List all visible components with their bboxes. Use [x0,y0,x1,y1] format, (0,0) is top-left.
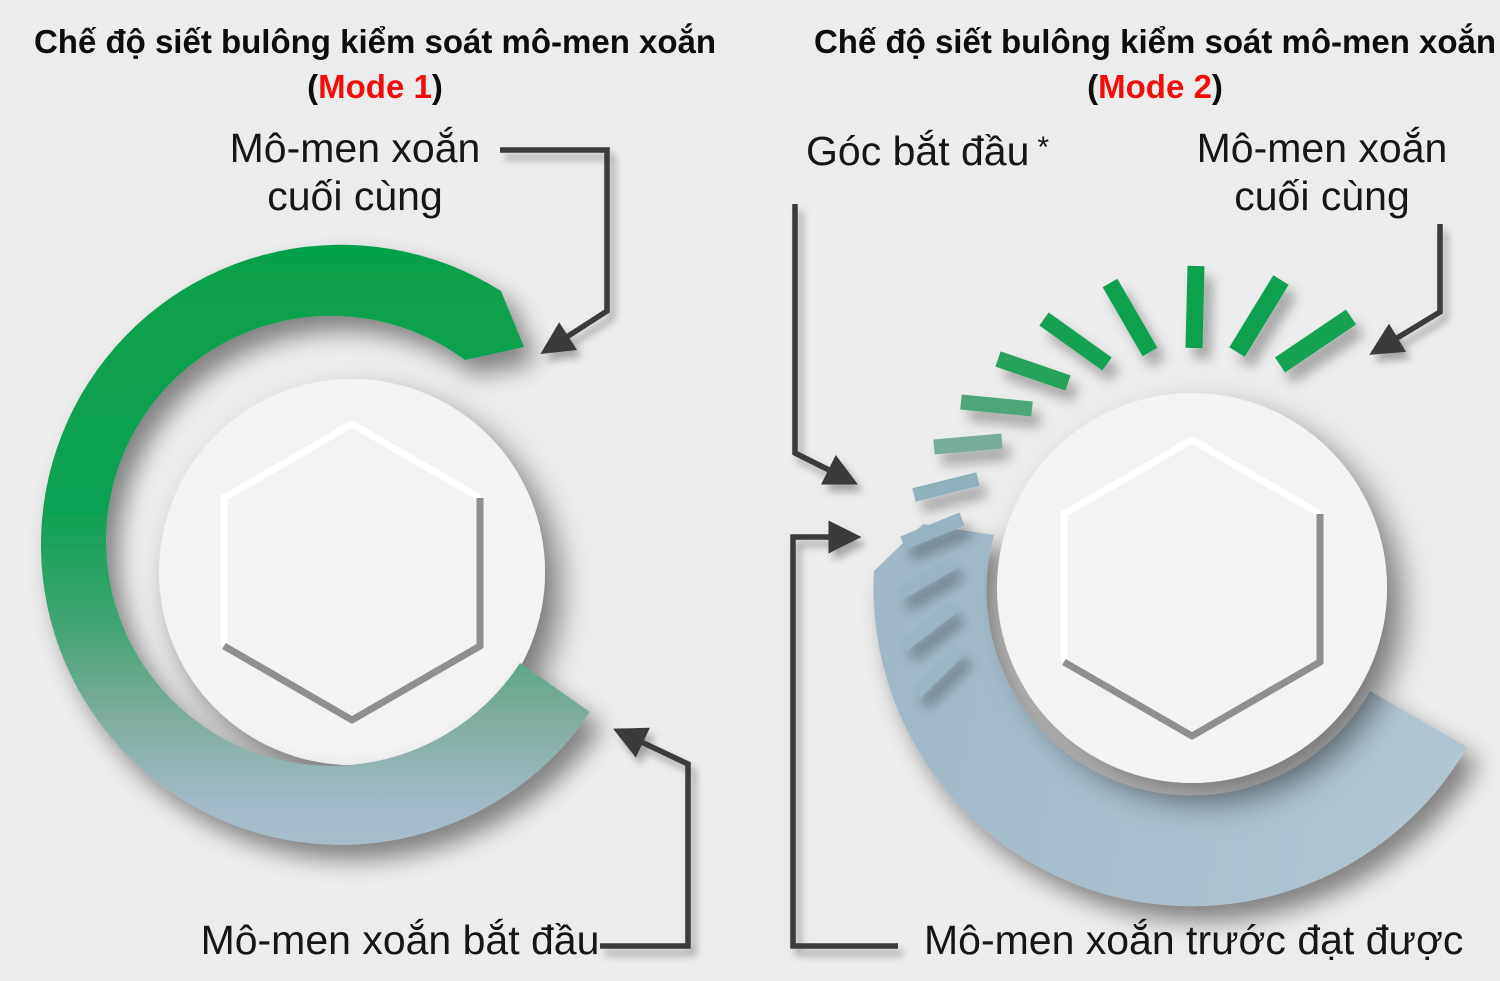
left-hex-socket-highlight-edges [220,419,482,646]
left-final-torque-leader-arrow [500,147,610,354]
torque-tick [911,645,965,698]
left-start-torque-leader-arrow [600,727,691,949]
torque-tick [895,557,957,600]
right-mode-paren-close: ) [1211,68,1223,105]
right-start-angle-leader-arrow [792,204,858,485]
torque-tick [912,472,980,502]
right-final-torque-label-line1: Mô-men xoắn [1196,125,1448,171]
left-final-torque-label-line2: cuối cùng [267,173,443,219]
left-hex-socket-shadow-edges [222,498,484,725]
torque-tick [900,512,965,550]
right-title: Chế độ siết bulông kiểm soát mô-men xoắn [813,23,1497,60]
right-final-torque-leader-arrow [1369,224,1443,355]
right-mode-paren-open: ( [1087,68,1099,105]
right-hex-socket-highlight-edges [1060,435,1322,662]
left-final-torque-label-line1: Mô-men xoắn [229,125,481,171]
torque-tick [1229,275,1289,357]
right-angle-tick-scale [895,265,1357,698]
right-pre-torque-leader-arrow [790,520,898,949]
right-pre-torque-label: Mô-men xoắn trước đạt được [924,917,1464,963]
left-mode-subtitle: (Mode 1) [10,66,740,108]
torque-tick [1102,278,1158,357]
left-final-torque-label: Mô-men xoắn cuối cùng [155,124,555,220]
torque-tick [900,601,957,651]
left-mode-paren-open: ( [307,68,319,105]
right-hex-socket-shadow-edges [1062,514,1324,741]
left-mode-label: Mode 1 [318,68,432,105]
torque-tick [960,394,1033,417]
left-mode-paren-close: ) [431,68,443,105]
right-mode-subtitle: (Mode 2) [790,66,1500,108]
right-final-torque-label-line2: cuối cùng [1234,173,1410,219]
torque-tick [995,351,1071,391]
right-start-angle-text: Góc bắt đầu [806,128,1030,174]
right-start-angle-label: Góc bắt đầu* [806,124,1049,175]
right-mode-label: Mode 2 [1098,68,1212,105]
left-start-torque-label: Mô-men xoắn bắt đầu [200,917,600,963]
torque-tick [1039,312,1112,371]
right-pre-torque-arc [873,524,1467,907]
right-final-torque-label: Mô-men xoắn cuối cùng [1122,124,1500,220]
left-title: Chế độ siết bulông kiểm soát mô-men xoắn [33,23,717,60]
right-bolt-head-circle [997,393,1387,783]
torque-tick [1274,309,1357,373]
torque-tick [933,433,1003,455]
right-start-angle-asterisk: * [1037,131,1050,164]
torque-tick [1185,265,1205,349]
left-bolt-head-circle [159,379,545,765]
